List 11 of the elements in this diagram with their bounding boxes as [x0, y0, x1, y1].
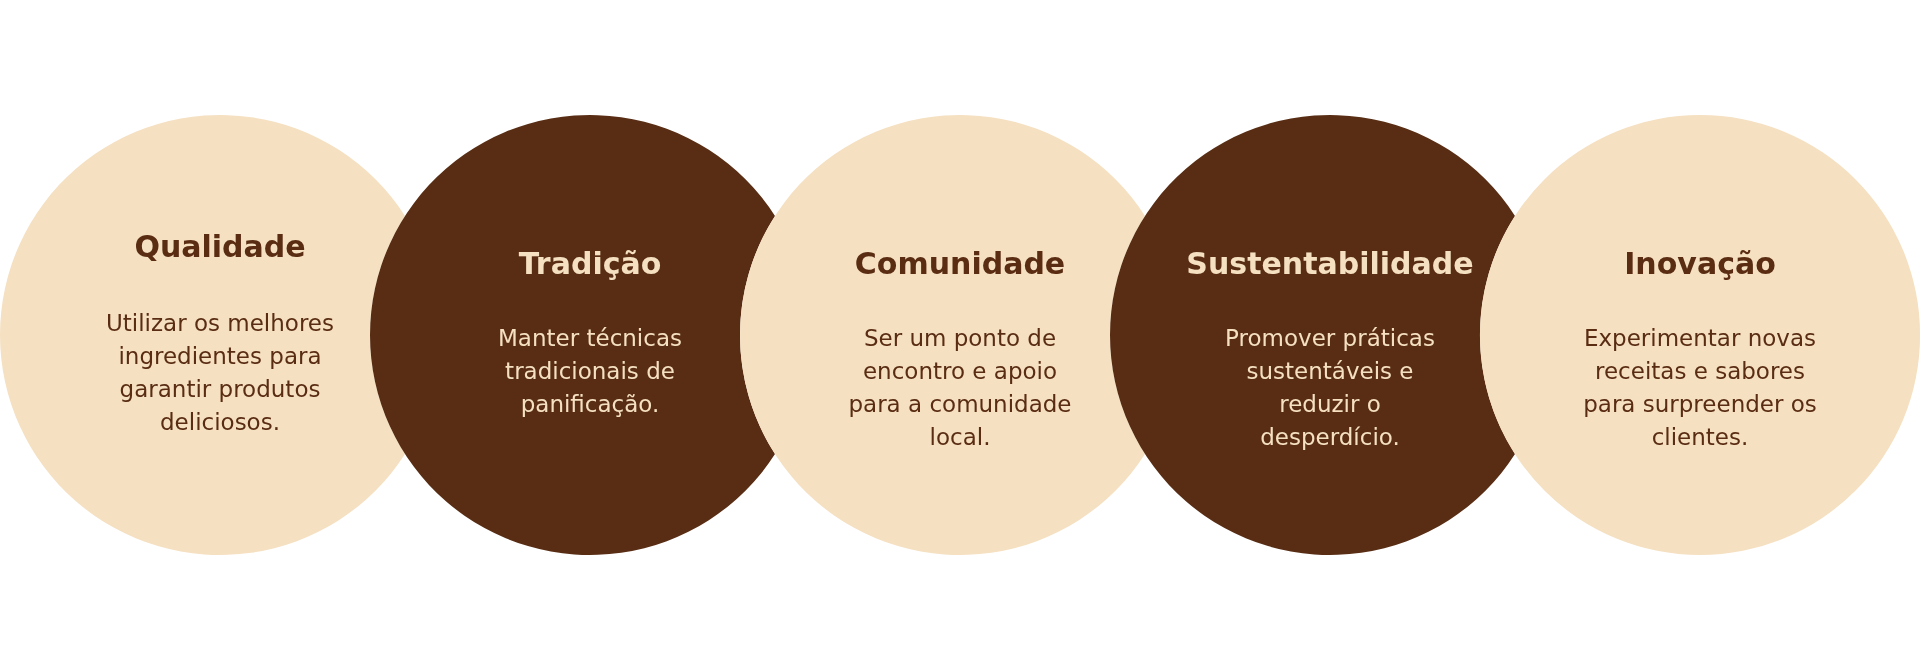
- circle-heading: Sustentabilidade: [1186, 245, 1474, 283]
- circle-heading: Comunidade: [854, 245, 1066, 283]
- circle-heading: Tradição: [518, 245, 662, 283]
- circle-description: Experimentar novas receitas e sabores para surpreender os clientes.: [1582, 324, 1818, 452]
- circle-description: Ser um ponto de encontro e apoio para a comunidade local.: [847, 324, 1073, 452]
- circle-description: Utilizar os melhores ingredientes para garantir produtos deliciosos.: [105, 309, 335, 437]
- value-circle: [1480, 115, 1920, 555]
- circle-description: Promover práticas sustentáveis e reduzir o desperdício.: [1224, 324, 1436, 452]
- circle-heading: Qualidade: [134, 228, 306, 266]
- circle-heading: Inovação: [1624, 245, 1776, 283]
- circle-description: Manter técnicas tradicionais de panificação.: [497, 324, 683, 419]
